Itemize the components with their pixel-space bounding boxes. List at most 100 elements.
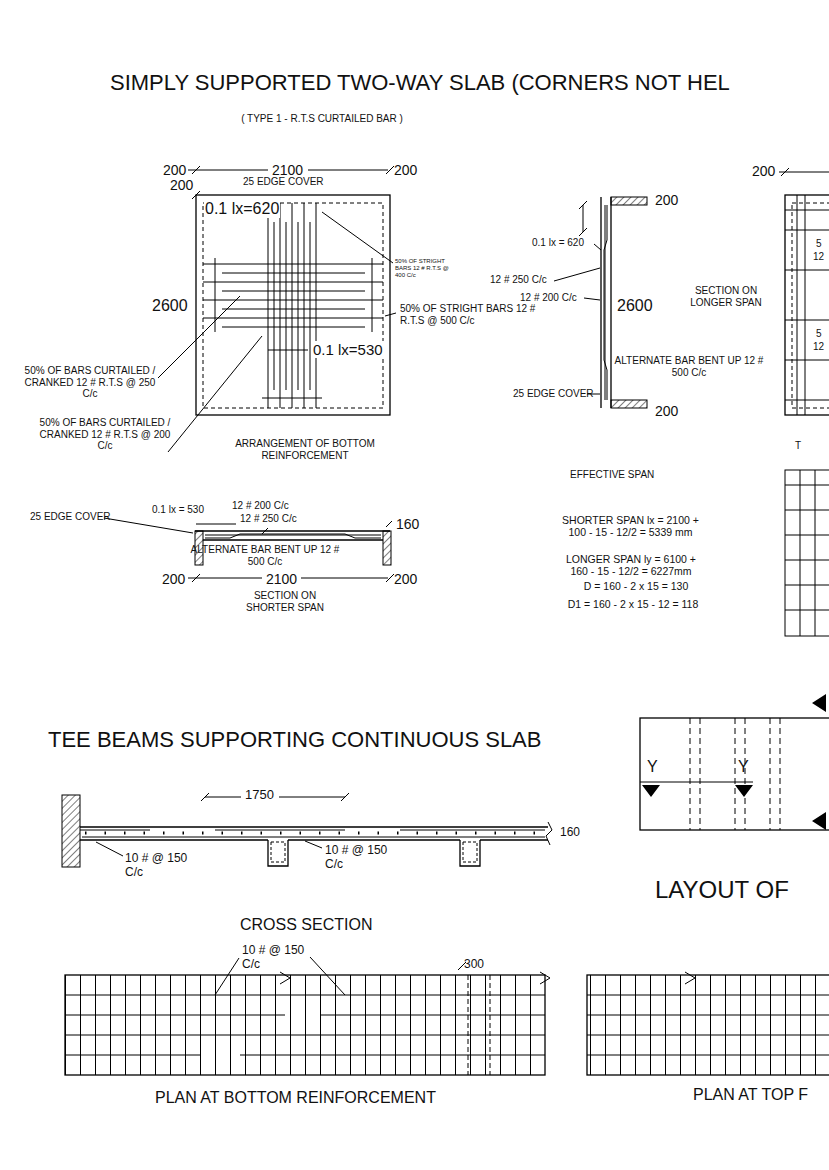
curtail-mark bbox=[268, 350, 308, 351]
bar-grid bbox=[785, 195, 829, 415]
edge-cover-line bbox=[792, 203, 829, 408]
short-span-bars bbox=[268, 203, 316, 408]
drawing-label: 200 bbox=[655, 403, 678, 419]
drawing-label: LONGER SPAN ly = 6100 + 160 - 15 - 12/2 … bbox=[556, 553, 706, 577]
beam-line bbox=[690, 718, 780, 830]
drawing-label: 25 EDGE COVER bbox=[30, 511, 111, 523]
section-arrow bbox=[642, 785, 753, 797]
drawing-label: ARRANGEMENT OF BOTTOM REINFORCEMENT bbox=[230, 438, 380, 461]
slab-section bbox=[195, 531, 390, 540]
drawing-label: ALTERNATE BAR BENT UP 12 # 500 C/c bbox=[190, 544, 340, 567]
main-bar bbox=[205, 534, 381, 538]
drawing-label: 200 bbox=[162, 571, 185, 587]
drawing-label: D1 = 160 - 2 x 15 - 12 = 118 bbox=[563, 598, 703, 610]
drawing-label: SECTION ON SHORTER SPAN bbox=[240, 590, 330, 613]
support-wall bbox=[611, 197, 647, 205]
drawing-label: Y bbox=[738, 758, 749, 776]
support-wall bbox=[62, 795, 80, 867]
drawing-label: 200 bbox=[163, 162, 186, 178]
dimension-line bbox=[201, 793, 349, 801]
break-line bbox=[685, 972, 695, 984]
plan-outline bbox=[65, 975, 545, 1075]
drawing-label: 0.1 lx = 530 bbox=[152, 504, 204, 516]
support-wall bbox=[383, 531, 391, 565]
drawing-label: ALTERNATE BAR BENT UP 12 # 500 C/c bbox=[614, 355, 764, 378]
leader-line bbox=[158, 212, 396, 452]
leader-line bbox=[554, 244, 601, 394]
distribution-bar bbox=[85, 832, 545, 835]
slab-section bbox=[601, 197, 611, 408]
drawing-label: 12 # 250 C/c bbox=[490, 274, 547, 286]
dimension-line bbox=[779, 168, 829, 176]
drawing-label: SECTION ON LONGER SPAN bbox=[686, 285, 766, 308]
dimension-line bbox=[579, 201, 587, 236]
bar-grid bbox=[65, 995, 545, 1055]
drawing-label: 0.1 lx=530 bbox=[312, 341, 384, 358]
drawing-lines bbox=[62, 166, 829, 1075]
drawing-label: 2600 bbox=[617, 297, 653, 315]
drawing-label: 5 bbox=[816, 238, 822, 250]
drawing-label: 50% OF STRIGHT BARS 12 # R.T.S @ 500 C/c bbox=[400, 303, 540, 326]
drawing-label: 5 bbox=[816, 328, 822, 340]
stirrup bbox=[463, 842, 477, 862]
drawing-label: 10 # @ 150 C/c bbox=[125, 852, 195, 880]
section-line bbox=[640, 782, 753, 783]
table-grid bbox=[785, 470, 829, 636]
drawing-label: 12 bbox=[813, 251, 824, 263]
drawing-label: TEE BEAMS SUPPORTING CONTINUOUS SLAB bbox=[48, 727, 541, 752]
drawing-label: 160 bbox=[560, 826, 580, 840]
schedule-table bbox=[785, 470, 829, 636]
drawing-label: EFFECTIVE SPAN bbox=[570, 469, 654, 481]
drawing-label: 2600 bbox=[152, 297, 188, 315]
section-arrow bbox=[812, 694, 826, 830]
drawing-label: 10 # @ 150 C/c bbox=[325, 844, 395, 872]
drawing-label: T bbox=[795, 440, 801, 452]
drawing-label: 200 bbox=[170, 177, 193, 193]
beam-line bbox=[468, 975, 490, 1075]
drawing-label: 2100 bbox=[266, 571, 297, 587]
drawing-label: 160 bbox=[396, 516, 419, 532]
drawing-label: 12 # 250 C/c bbox=[240, 513, 297, 525]
drawing-label: LAYOUT OF bbox=[655, 876, 789, 904]
drawing-label: Y bbox=[647, 758, 658, 776]
drawing-label: 0.1 lx=620 bbox=[204, 200, 280, 218]
drawing-label: 200 bbox=[394, 571, 417, 587]
drawing-label: 0.1 lx = 620 bbox=[532, 237, 584, 249]
drawing-label: CROSS SECTION bbox=[240, 916, 372, 934]
drawing-label: PLAN AT TOP F bbox=[693, 1086, 808, 1104]
main-bar bbox=[80, 830, 545, 837]
drawing-label: PLAN AT BOTTOM REINFORCEMENT bbox=[155, 1089, 436, 1107]
drawing-label: 200 bbox=[752, 163, 775, 179]
drawing-label: SHORTER SPAN lx = 2100 + 100 - 15 - 12/2… bbox=[558, 514, 703, 538]
main-bar bbox=[604, 205, 607, 400]
drawing-label: 50% OF STRIGHT BARS 12 # R.T.S @ 400 C/c bbox=[395, 258, 457, 279]
plan-outline bbox=[587, 975, 829, 1075]
drawing-label: 200 bbox=[394, 162, 417, 178]
slab-section bbox=[80, 827, 548, 840]
drawing-title: SIMPLY SUPPORTED TWO-WAY SLAB (CORNERS N… bbox=[110, 70, 730, 95]
drawing-label: 12 # 200 C/c bbox=[232, 500, 289, 512]
drawing-label: 10 # @ 150 C/c bbox=[242, 944, 312, 972]
stirrup bbox=[271, 842, 285, 862]
drawing-label: 2100 bbox=[272, 162, 303, 178]
break-line bbox=[546, 822, 552, 845]
leader-line bbox=[215, 957, 345, 995]
section-markers bbox=[642, 694, 826, 830]
support-wall bbox=[611, 400, 647, 408]
drawing-label: 200 bbox=[655, 192, 678, 208]
layout-outline bbox=[640, 718, 829, 830]
drawing-label: 25 EDGE COVER bbox=[243, 176, 324, 188]
long-span-bars bbox=[203, 264, 383, 327]
bar-grid bbox=[587, 995, 829, 1055]
break-line bbox=[280, 972, 550, 984]
slab-outline bbox=[785, 195, 829, 415]
drawing-label: ( TYPE 1 - R.T.S CURTAILED BAR ) bbox=[222, 113, 422, 125]
drawing-label: 1750 bbox=[245, 788, 274, 803]
drawing-label: 12 # 200 C/c bbox=[520, 292, 577, 304]
drawing-label: 50% OF BARS CURTAILED / CRANKED 12 # R.T… bbox=[20, 365, 160, 400]
drawing-label: 50% OF BARS CURTAILED / CRANKED 12 # R.T… bbox=[35, 417, 175, 452]
bar-limits bbox=[215, 258, 372, 398]
drawing-label: D = 160 - 2 x 15 = 130 bbox=[571, 580, 701, 592]
drawing-label: 12 bbox=[813, 341, 824, 353]
